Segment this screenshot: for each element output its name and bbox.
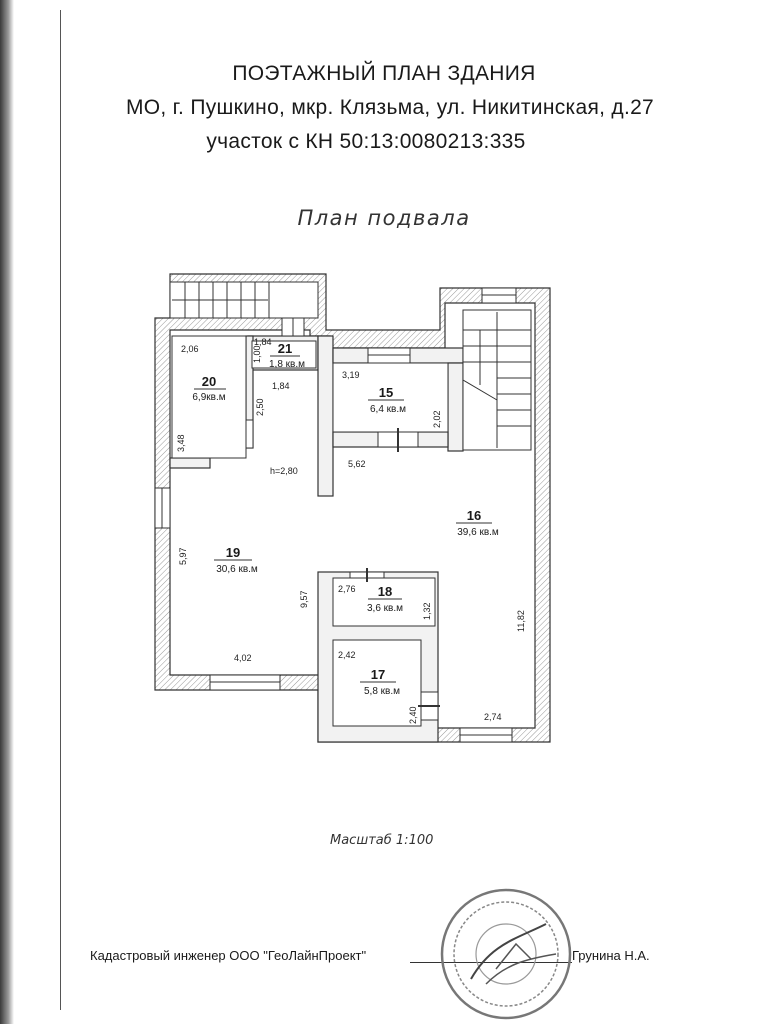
dim-9-57: 9,57 (299, 590, 309, 608)
dim-2-06: 2,06 (181, 344, 199, 354)
page-frame-line (60, 10, 61, 1010)
room-19-number: 19 (226, 545, 240, 560)
dim-2-76: 2,76 (338, 584, 356, 594)
dim-1-84-top: 1,84 (254, 337, 272, 347)
room-17-floor (332, 639, 422, 727)
wall-room15-right (447, 362, 464, 452)
dim-3-48: 3,48 (176, 434, 186, 452)
dim-2-02: 2,02 (432, 410, 442, 428)
room-16-number: 16 (467, 508, 481, 523)
room-interiors (171, 335, 449, 727)
dim-5-62: 5,62 (348, 459, 366, 469)
room-20-number: 20 (202, 374, 216, 389)
room-17-number: 17 (371, 667, 385, 682)
dimension-labels: 2,06 1,84 1,00 1,84 2,50 3,48 3,19 2,02 … (176, 337, 526, 724)
engineer-label: Кадастровый инженер ООО "ГеоЛайнПроект" (90, 948, 367, 963)
scan-edge-shadow (0, 0, 14, 1024)
room-19-area: 30,6 кв.м (216, 564, 258, 575)
room-20-area: 6,9кв.м (192, 392, 225, 403)
document-address: МО, г. Пушкино, мкр. Клязьма, ул. Никити… (125, 96, 655, 119)
scale-label: Масштаб 1:100 (330, 833, 434, 848)
room-21-floor (251, 340, 317, 369)
dim-2-40: 2,40 (408, 706, 418, 724)
document-title: ПОЭТАЖНЫЙ ПЛАН ЗДАНИЯ (232, 62, 536, 85)
room-16-area: 39,6 кв.м (457, 527, 499, 538)
dim-11-82: 11,82 (516, 610, 526, 632)
dim-4-02: 4,02 (234, 653, 252, 663)
signature-line (410, 962, 572, 963)
ceiling-height: h=2,80 (270, 466, 298, 476)
engineer-name: Грунина Н.А. (572, 948, 650, 963)
room-17-area: 5,8 кв.м (364, 686, 400, 697)
room-18-area: 3,6 кв.м (367, 603, 403, 614)
dim-2-42: 2,42 (338, 650, 356, 660)
doors (245, 317, 440, 721)
room-18-floor (332, 577, 436, 627)
windows (154, 287, 517, 743)
dim-2-74: 2,74 (484, 712, 502, 722)
staircase-right (462, 309, 532, 451)
room-21-area: 1,8 кв.м (269, 359, 305, 370)
wall-room20-bottom (169, 457, 211, 469)
plan-title: План подвала (297, 206, 471, 230)
wall-room15-left (317, 335, 334, 497)
dim-1-84: 1,84 (272, 381, 290, 391)
room-21-number: 21 (278, 341, 292, 356)
dim-1-00: 1,00 (252, 345, 262, 363)
stamp-seal-icon (440, 888, 572, 1020)
room-15-number: 15 (379, 385, 393, 400)
room-15-floor (332, 362, 449, 433)
room-labels: 20 6,9кв.м 21 1,8 кв.м 15 6,4 кв.м 16 39… (192, 341, 499, 697)
dim-5-97: 5,97 (178, 547, 188, 565)
staircase-top (169, 281, 319, 319)
dim-2-50: 2,50 (255, 398, 265, 416)
room-20-floor (171, 335, 247, 459)
room-18-number: 18 (378, 584, 392, 599)
dim-3-19: 3,19 (342, 370, 360, 380)
dim-1-32: 1,32 (422, 602, 432, 620)
room-15-area: 6,4 кв.м (370, 404, 406, 415)
document-parcel: участок с КН 50:13:0080213:335 (206, 130, 526, 153)
